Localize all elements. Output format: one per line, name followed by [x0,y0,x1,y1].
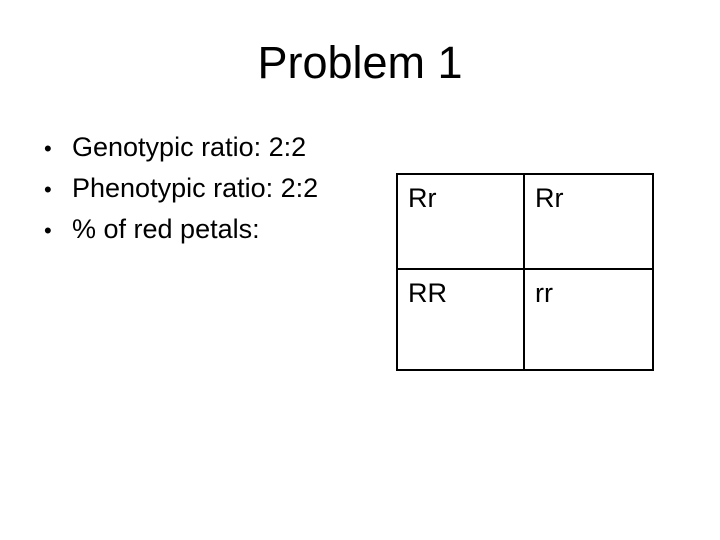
punnett-square-table: Rr Rr RR rr [396,173,654,371]
punnett-cell-top-left: Rr [398,175,525,270]
bullet-item: • Genotypic ratio: 2:2 [44,127,318,168]
bullet-text-genotypic-ratio: Genotypic ratio: 2:2 [72,132,307,162]
bullet-list: • Genotypic ratio: 2:2 • Phenotypic rati… [44,127,318,250]
bullet-icon: • [44,218,52,243]
bullet-text-phenotypic-ratio: Phenotypic ratio: 2:2 [72,173,319,203]
bullet-text-percent-red-petals: % of red petals: [72,214,260,244]
bullet-icon: • [44,177,52,202]
slide-title: Problem 1 [257,37,463,88]
punnett-cell-bottom-right: rr [535,278,553,308]
bullet-item: • % of red petals: [44,209,318,250]
punnett-cell-top-right: Rr [525,175,652,270]
punnett-cell-bottom-left: RR [398,270,525,369]
bullet-icon: • [44,136,52,161]
bullet-item: • Phenotypic ratio: 2:2 [44,168,318,209]
